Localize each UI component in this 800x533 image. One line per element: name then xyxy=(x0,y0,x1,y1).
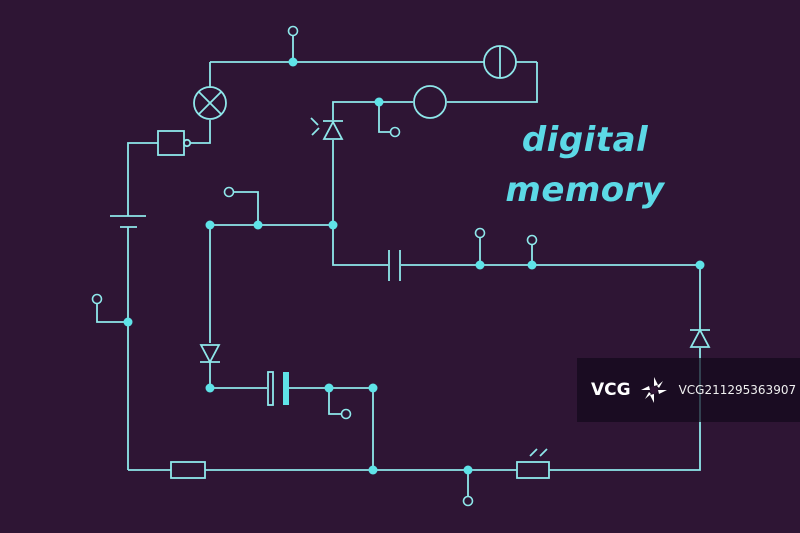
lamp-icon xyxy=(193,86,227,120)
polarized-capacitor-icon xyxy=(267,371,289,406)
ammeter-icon xyxy=(483,45,517,79)
photoresistor-icon xyxy=(516,448,550,479)
not-gate-icon xyxy=(157,130,192,156)
watermark: VCG VCG211295363907 xyxy=(577,358,800,422)
battery-icon xyxy=(110,215,146,228)
resistor-icon xyxy=(170,461,206,479)
meter-icon xyxy=(413,85,447,119)
photodiode-icon xyxy=(310,117,344,140)
watermark-image-id: VCG211295363907 xyxy=(678,383,797,397)
watermark-logo-icon xyxy=(640,377,667,403)
junction-nodes xyxy=(123,57,705,475)
diagram-title-line2: memory xyxy=(505,170,665,210)
wires xyxy=(96,35,701,496)
diode-right-icon xyxy=(689,328,711,348)
diode-icon xyxy=(199,344,221,364)
terminals xyxy=(91,25,538,507)
diagram-title-line1: digital xyxy=(521,120,649,160)
watermark-brand: VCG xyxy=(591,380,631,400)
capacitor-icon xyxy=(388,250,401,281)
